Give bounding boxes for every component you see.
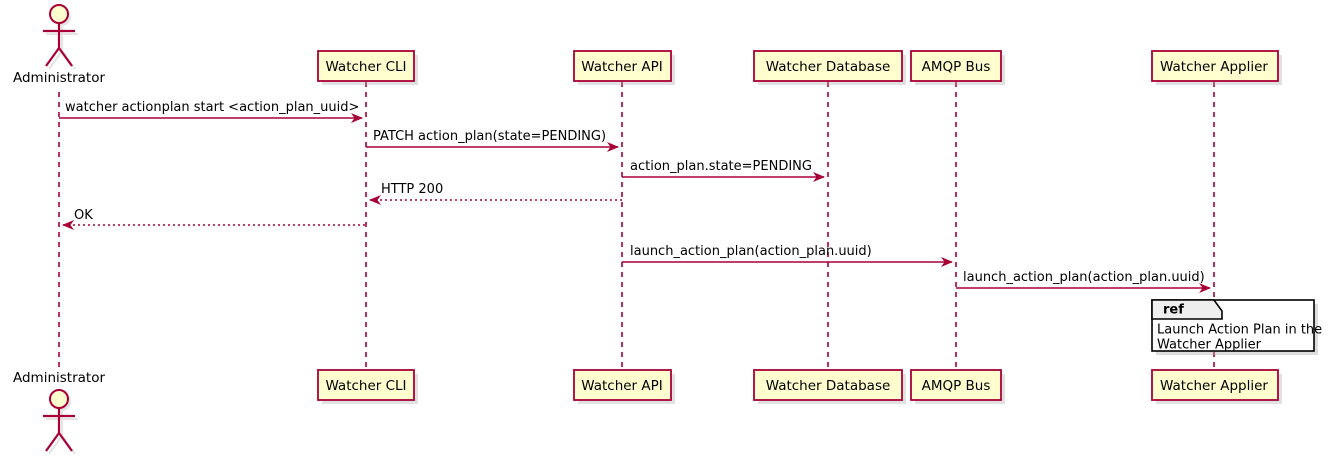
participant-box-watcher-applier-bottom[interactable]: Watcher Applier xyxy=(1151,369,1282,404)
box-rect xyxy=(910,369,1002,401)
participant-label-watcher-api-bottom: Watcher API xyxy=(581,378,663,394)
participant-box-amqp-bus-bottom[interactable]: AMQP Bus xyxy=(910,369,1005,404)
participant-box-watcher-api-bottom[interactable]: Watcher API xyxy=(573,369,675,404)
participant-box-watcher-api-top[interactable]: Watcher API xyxy=(573,50,675,85)
box-rect xyxy=(573,369,672,401)
participant-label-watcher-applier-top: Watcher Applier xyxy=(1160,59,1268,75)
actor-leg-right-bottom xyxy=(58,432,73,452)
actor-leg-left-bottom xyxy=(45,432,60,452)
participant-label-watcher-cli-top: Watcher CLI xyxy=(325,59,406,75)
message-label-m1: watcher actionplan start <action_plan_uu… xyxy=(65,100,359,115)
message-label-m2: PATCH action_plan(state=PENDING) xyxy=(373,129,606,144)
message-m1[interactable]: watcher actionplan start <action_plan_uu… xyxy=(59,100,363,123)
message-m2[interactable]: PATCH action_plan(state=PENDING) xyxy=(366,129,619,152)
ref-tab-label: ref xyxy=(1163,303,1184,318)
participant-box-amqp-bus-top[interactable]: AMQP Bus xyxy=(910,50,1005,85)
message-m6[interactable]: launch_action_plan(action_plan.uuid) xyxy=(622,244,953,267)
ref-tab-shape xyxy=(1151,299,1223,320)
actor-administrator-bottom[interactable]: Administrator xyxy=(13,370,105,455)
participant-label-watcher-applier-bottom: Watcher Applier xyxy=(1160,378,1268,394)
message-m5[interactable]: OK xyxy=(62,208,366,230)
actor-head-icon-bottom xyxy=(49,389,69,409)
box-rect xyxy=(1151,369,1279,401)
participant-box-watcher-cli-top[interactable]: Watcher CLI xyxy=(317,50,418,85)
box-rect xyxy=(317,369,415,401)
message-label-m6: launch_action_plan(action_plan.uuid) xyxy=(630,244,872,259)
message-label-m4: HTTP 200 xyxy=(381,182,443,197)
message-label-m5: OK xyxy=(74,208,93,223)
box-rect xyxy=(753,50,903,82)
participant-label-watcher-database-bottom: Watcher Database xyxy=(766,378,891,394)
participant-box-watcher-cli-bottom[interactable]: Watcher CLI xyxy=(317,369,418,404)
actor-head-icon xyxy=(49,4,69,24)
participant-label-watcher-database-top: Watcher Database xyxy=(766,59,891,75)
message-m4[interactable]: HTTP 200 xyxy=(369,182,622,205)
box-rect xyxy=(1151,50,1279,82)
message-m3[interactable]: action_plan.state=PENDING xyxy=(622,159,825,182)
actor-administrator-top[interactable]: Administrator xyxy=(13,4,105,86)
actor-label-administrator-bottom: Administrator xyxy=(13,370,105,386)
participant-label-amqp-bus-top: AMQP Bus xyxy=(922,59,991,75)
message-label-m3: action_plan.state=PENDING xyxy=(630,159,812,174)
box-rect xyxy=(753,369,903,401)
actor-leg-left xyxy=(45,47,60,67)
actor-label-administrator-top: Administrator xyxy=(13,70,105,86)
lifelines-group xyxy=(58,82,1215,370)
participant-label-amqp-bus-bottom: AMQP Bus xyxy=(922,378,991,394)
participant-label-watcher-api-top: Watcher API xyxy=(581,59,663,75)
box-rect xyxy=(317,50,415,82)
ref-fragment[interactable]: ref Launch Action Plan in the Watcher Ap… xyxy=(1151,299,1322,355)
participant-label-watcher-cli-bottom: Watcher CLI xyxy=(325,378,406,394)
participant-box-watcher-database-bottom[interactable]: Watcher Database xyxy=(753,369,906,404)
participant-box-watcher-database-top[interactable]: Watcher Database xyxy=(753,50,906,85)
participant-box-watcher-applier-top[interactable]: Watcher Applier xyxy=(1151,50,1282,85)
actor-leg-right xyxy=(58,47,73,67)
box-rect xyxy=(910,50,1002,82)
ref-body-line-2: Watcher Applier xyxy=(1157,338,1262,353)
message-label-m7: launch_action_plan(action_plan.uuid) xyxy=(963,270,1205,285)
ref-body-line-1: Launch Action Plan in the xyxy=(1157,323,1322,338)
box-rect xyxy=(573,50,672,82)
message-m7[interactable]: launch_action_plan(action_plan.uuid) xyxy=(956,270,1211,293)
